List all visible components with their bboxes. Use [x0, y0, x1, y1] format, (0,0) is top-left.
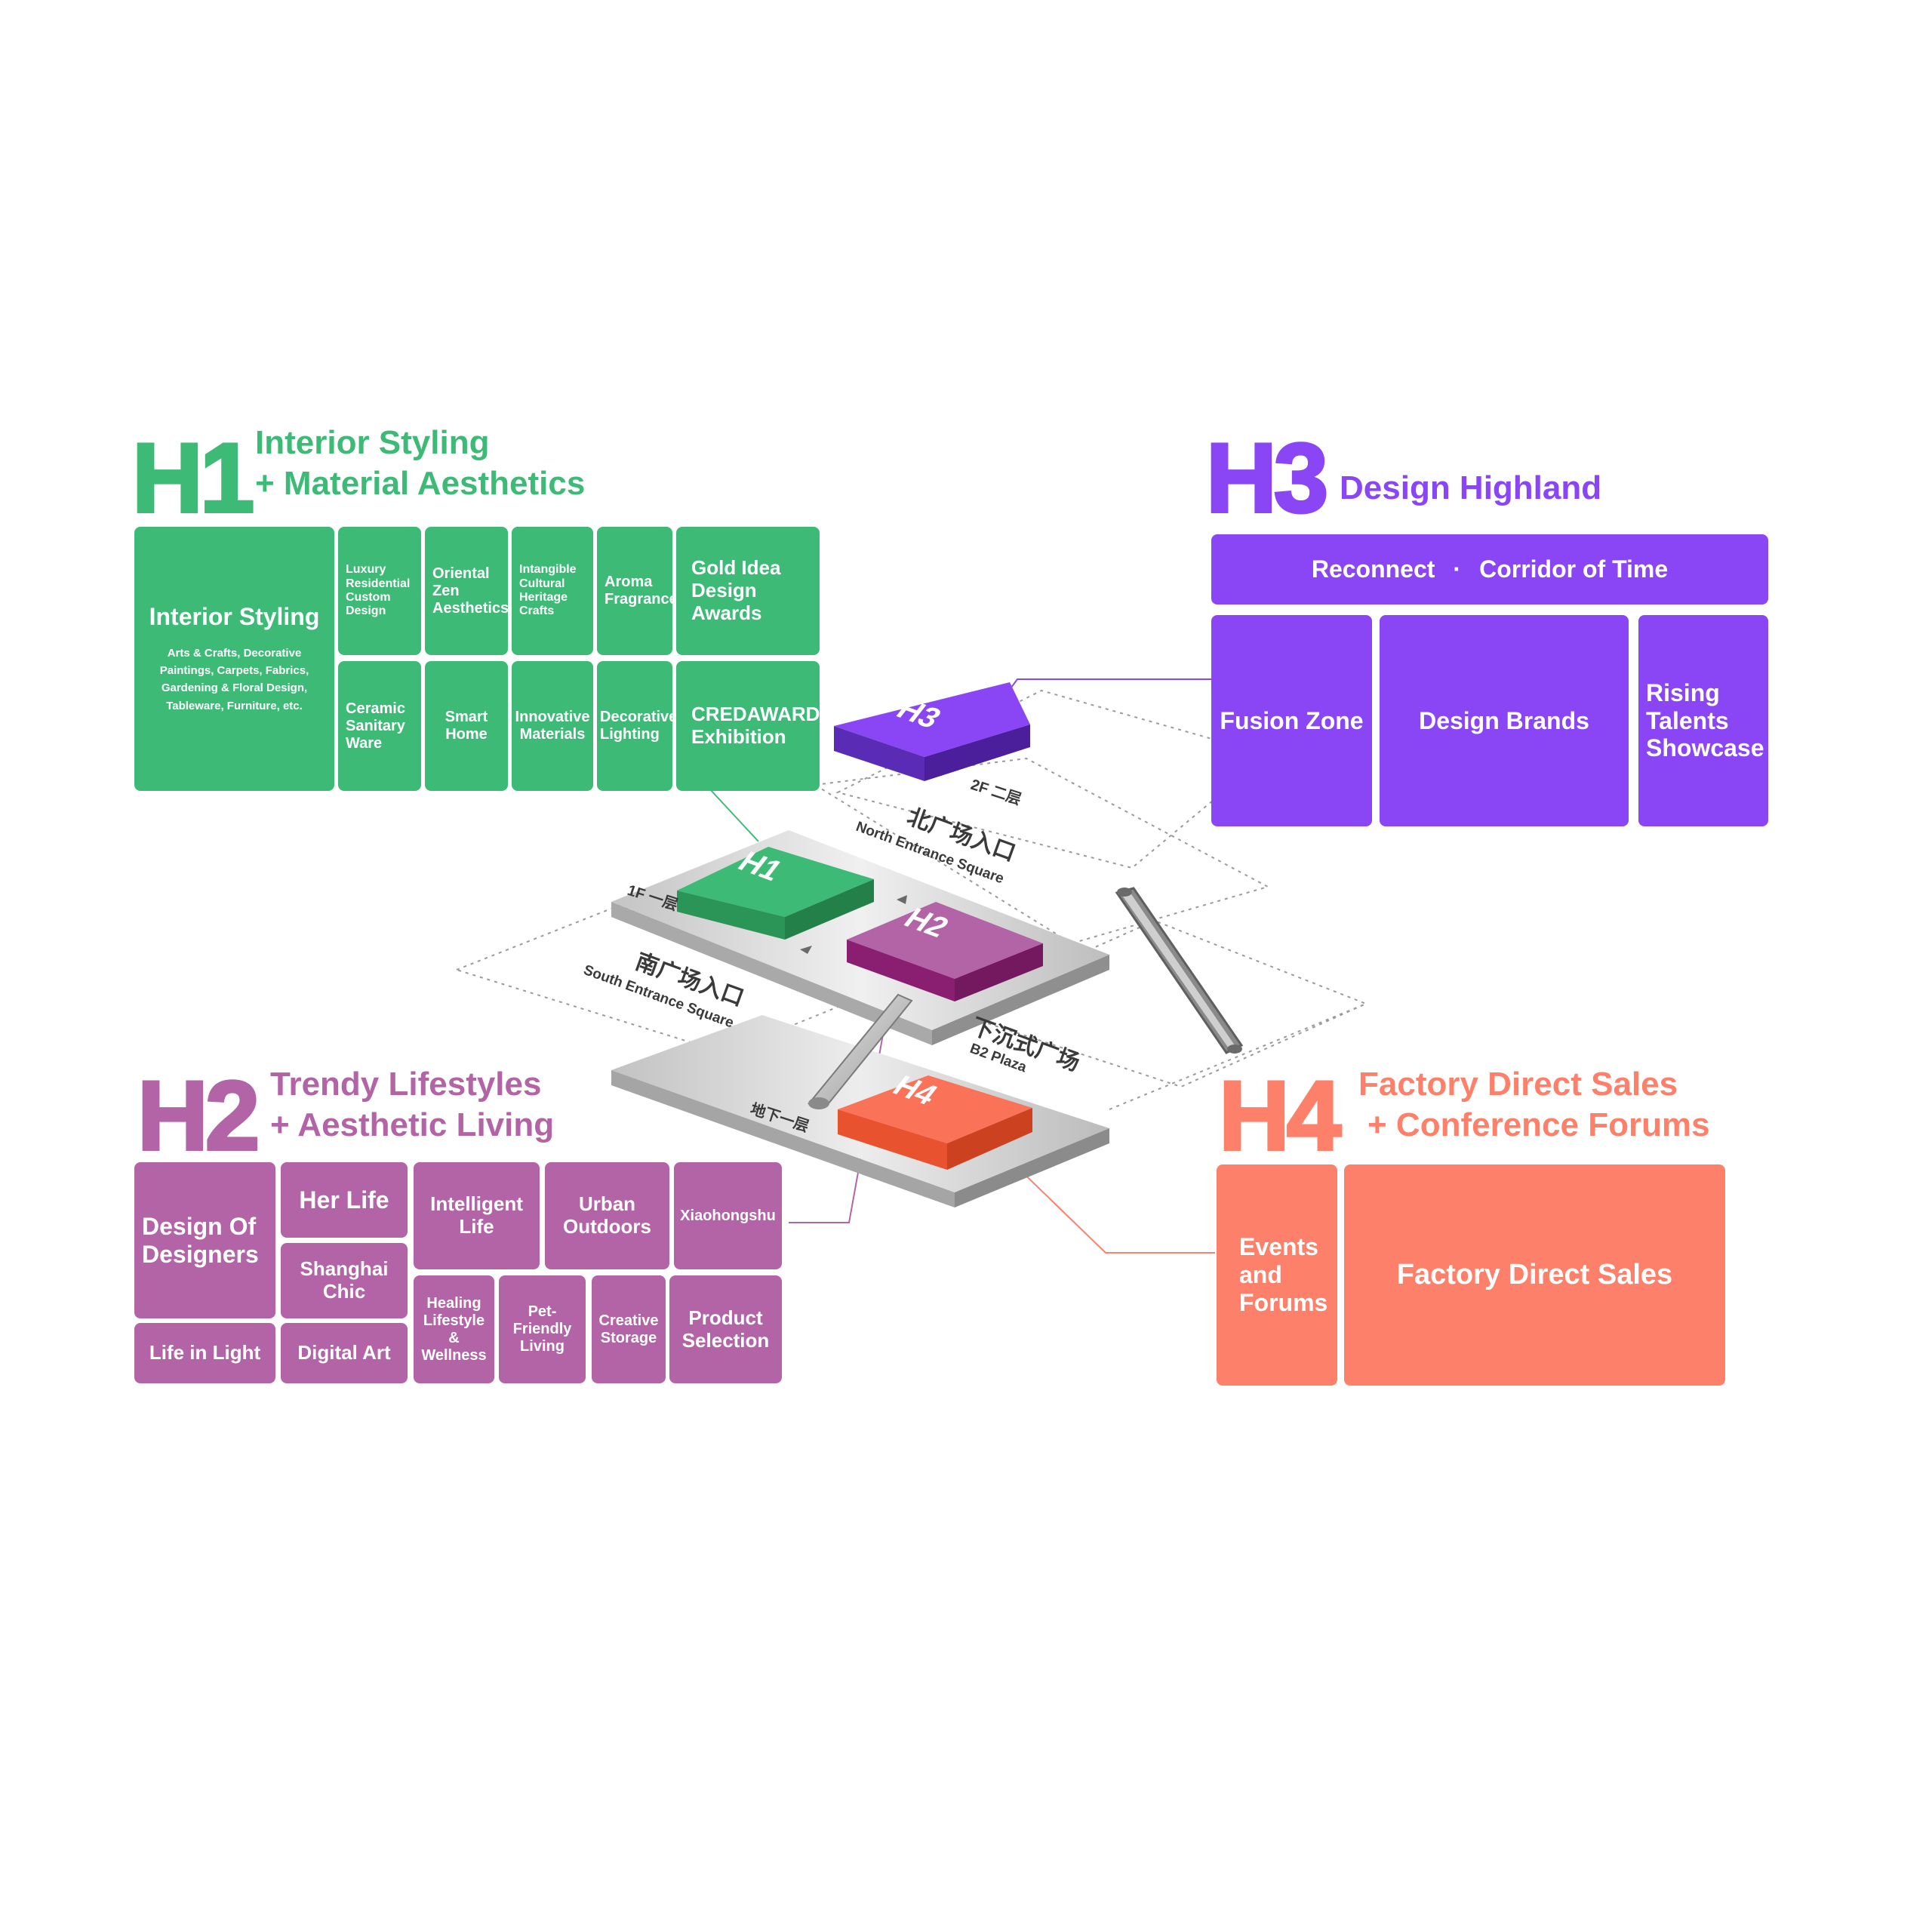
tile-design-of-designers[interactable]: Design Of Designers	[134, 1162, 275, 1318]
tile-intangible-heritage[interactable]: Intangible Cultural Heritage Crafts	[512, 527, 593, 655]
h2-title: Trendy Lifestyles + Aesthetic Living	[270, 1064, 554, 1145]
block-h2[interactable]	[847, 902, 1043, 1001]
block-h4[interactable]	[838, 1075, 1032, 1170]
tile-shanghai-chic[interactable]: Shanghai Chic	[281, 1243, 408, 1318]
tile-rising-talents[interactable]: Rising Talents Showcase	[1638, 615, 1768, 826]
h1-leader	[709, 788, 759, 842]
tile-interior-styling[interactable]: Interior Styling Arts & Crafts, Decorati…	[134, 527, 334, 791]
tile-creative-storage[interactable]: Creative Storage	[592, 1275, 666, 1383]
tile-aroma-fragrance[interactable]: Aroma Fragrance	[597, 527, 678, 655]
h1-title-line1: Interior Styling	[255, 424, 490, 461]
h4-section-id: H4	[1217, 1060, 1343, 1171]
h4-title-line1: Factory Direct Sales	[1358, 1066, 1678, 1103]
tile-decorative-lighting[interactable]: Decorative Lighting	[597, 661, 677, 791]
h4-leader	[988, 1139, 1215, 1254]
arrow-icon	[800, 946, 812, 954]
tile-reconnect-corridor[interactable]: Reconnect · Corridor of Time	[1211, 534, 1768, 605]
separator-dot: ·	[1453, 555, 1462, 583]
h1-title: Interior Styling + Material Aesthetics	[255, 423, 585, 503]
h3-section-id: H3	[1204, 423, 1330, 533]
tile-fusion-zone[interactable]: Fusion Zone	[1211, 615, 1372, 826]
tile-life-in-light[interactable]: Life in Light	[134, 1323, 275, 1383]
h3-leader	[992, 678, 1211, 714]
floor-2f-label: 2F 二层	[968, 777, 1023, 808]
tile-oriental-zen[interactable]: Oriental Zen Aesthetics	[425, 527, 509, 655]
h2-section-id: H2	[136, 1060, 261, 1171]
escalator-left	[807, 993, 913, 1109]
tile-credaward[interactable]: CREDAWARD Exhibition	[676, 661, 820, 791]
plane-edge-line	[1109, 1003, 1367, 1110]
tile-corridor-label: Corridor of Time	[1479, 555, 1669, 583]
block-h1[interactable]	[677, 847, 874, 940]
h4-title: Factory Direct Sales + Conference Forums	[1358, 1064, 1710, 1145]
plane-b2-outline	[949, 919, 1368, 1088]
tile-urban-outdoors[interactable]: Urban Outdoors	[545, 1162, 669, 1269]
tile-gold-idea[interactable]: Gold Idea Design Awards	[676, 527, 820, 655]
escalator-right	[1115, 887, 1244, 1054]
tile-reconnect-label: Reconnect	[1311, 555, 1435, 583]
tile-innovative-materials[interactable]: Innovative Materials	[512, 661, 593, 791]
tile-interior-styling-desc: Arts & Crafts, Decorative Paintings, Car…	[159, 646, 309, 712]
tile-xiaohongshu[interactable]: Xiaohongshu	[674, 1162, 782, 1269]
direction-arrows	[800, 895, 907, 954]
h2-title-line1: Trendy Lifestyles	[270, 1066, 542, 1103]
h1-title-line2: + Material Aesthetics	[255, 464, 586, 502]
tile-pet-friendly[interactable]: Pet-Friendly Living	[499, 1275, 586, 1383]
h3-title: Design Highland	[1340, 469, 1602, 506]
arrow-icon	[897, 895, 907, 904]
tile-luxury-residential[interactable]: Luxury Residential Custom Design	[338, 527, 421, 655]
h2-leader	[789, 950, 899, 1223]
tile-product-selection[interactable]: Product Selection	[669, 1275, 782, 1383]
block-h3[interactable]	[834, 682, 1030, 781]
tile-digital-art[interactable]: Digital Art	[281, 1323, 408, 1383]
tile-ceramic-sanitary[interactable]: Ceramic Sanitary Ware	[338, 661, 421, 791]
h4-title-line2: + Conference Forums	[1367, 1106, 1710, 1143]
h2-title-line2: + Aesthetic Living	[270, 1106, 555, 1143]
tile-factory-direct-sales[interactable]: Factory Direct Sales	[1344, 1164, 1725, 1386]
tile-healing-lifestyle[interactable]: Healing Lifestyle & Wellness	[414, 1275, 494, 1383]
tile-design-brands[interactable]: Design Brands	[1380, 615, 1629, 826]
tile-intelligent-life[interactable]: Intelligent Life	[414, 1162, 540, 1269]
h1-section-id: H1	[131, 423, 256, 533]
tile-her-life[interactable]: Her Life	[281, 1162, 408, 1238]
tile-interior-styling-label: Interior Styling	[149, 603, 320, 631]
tile-events-forums[interactable]: Events and Forums	[1217, 1164, 1337, 1386]
tile-smart-home[interactable]: Smart Home	[425, 661, 508, 791]
